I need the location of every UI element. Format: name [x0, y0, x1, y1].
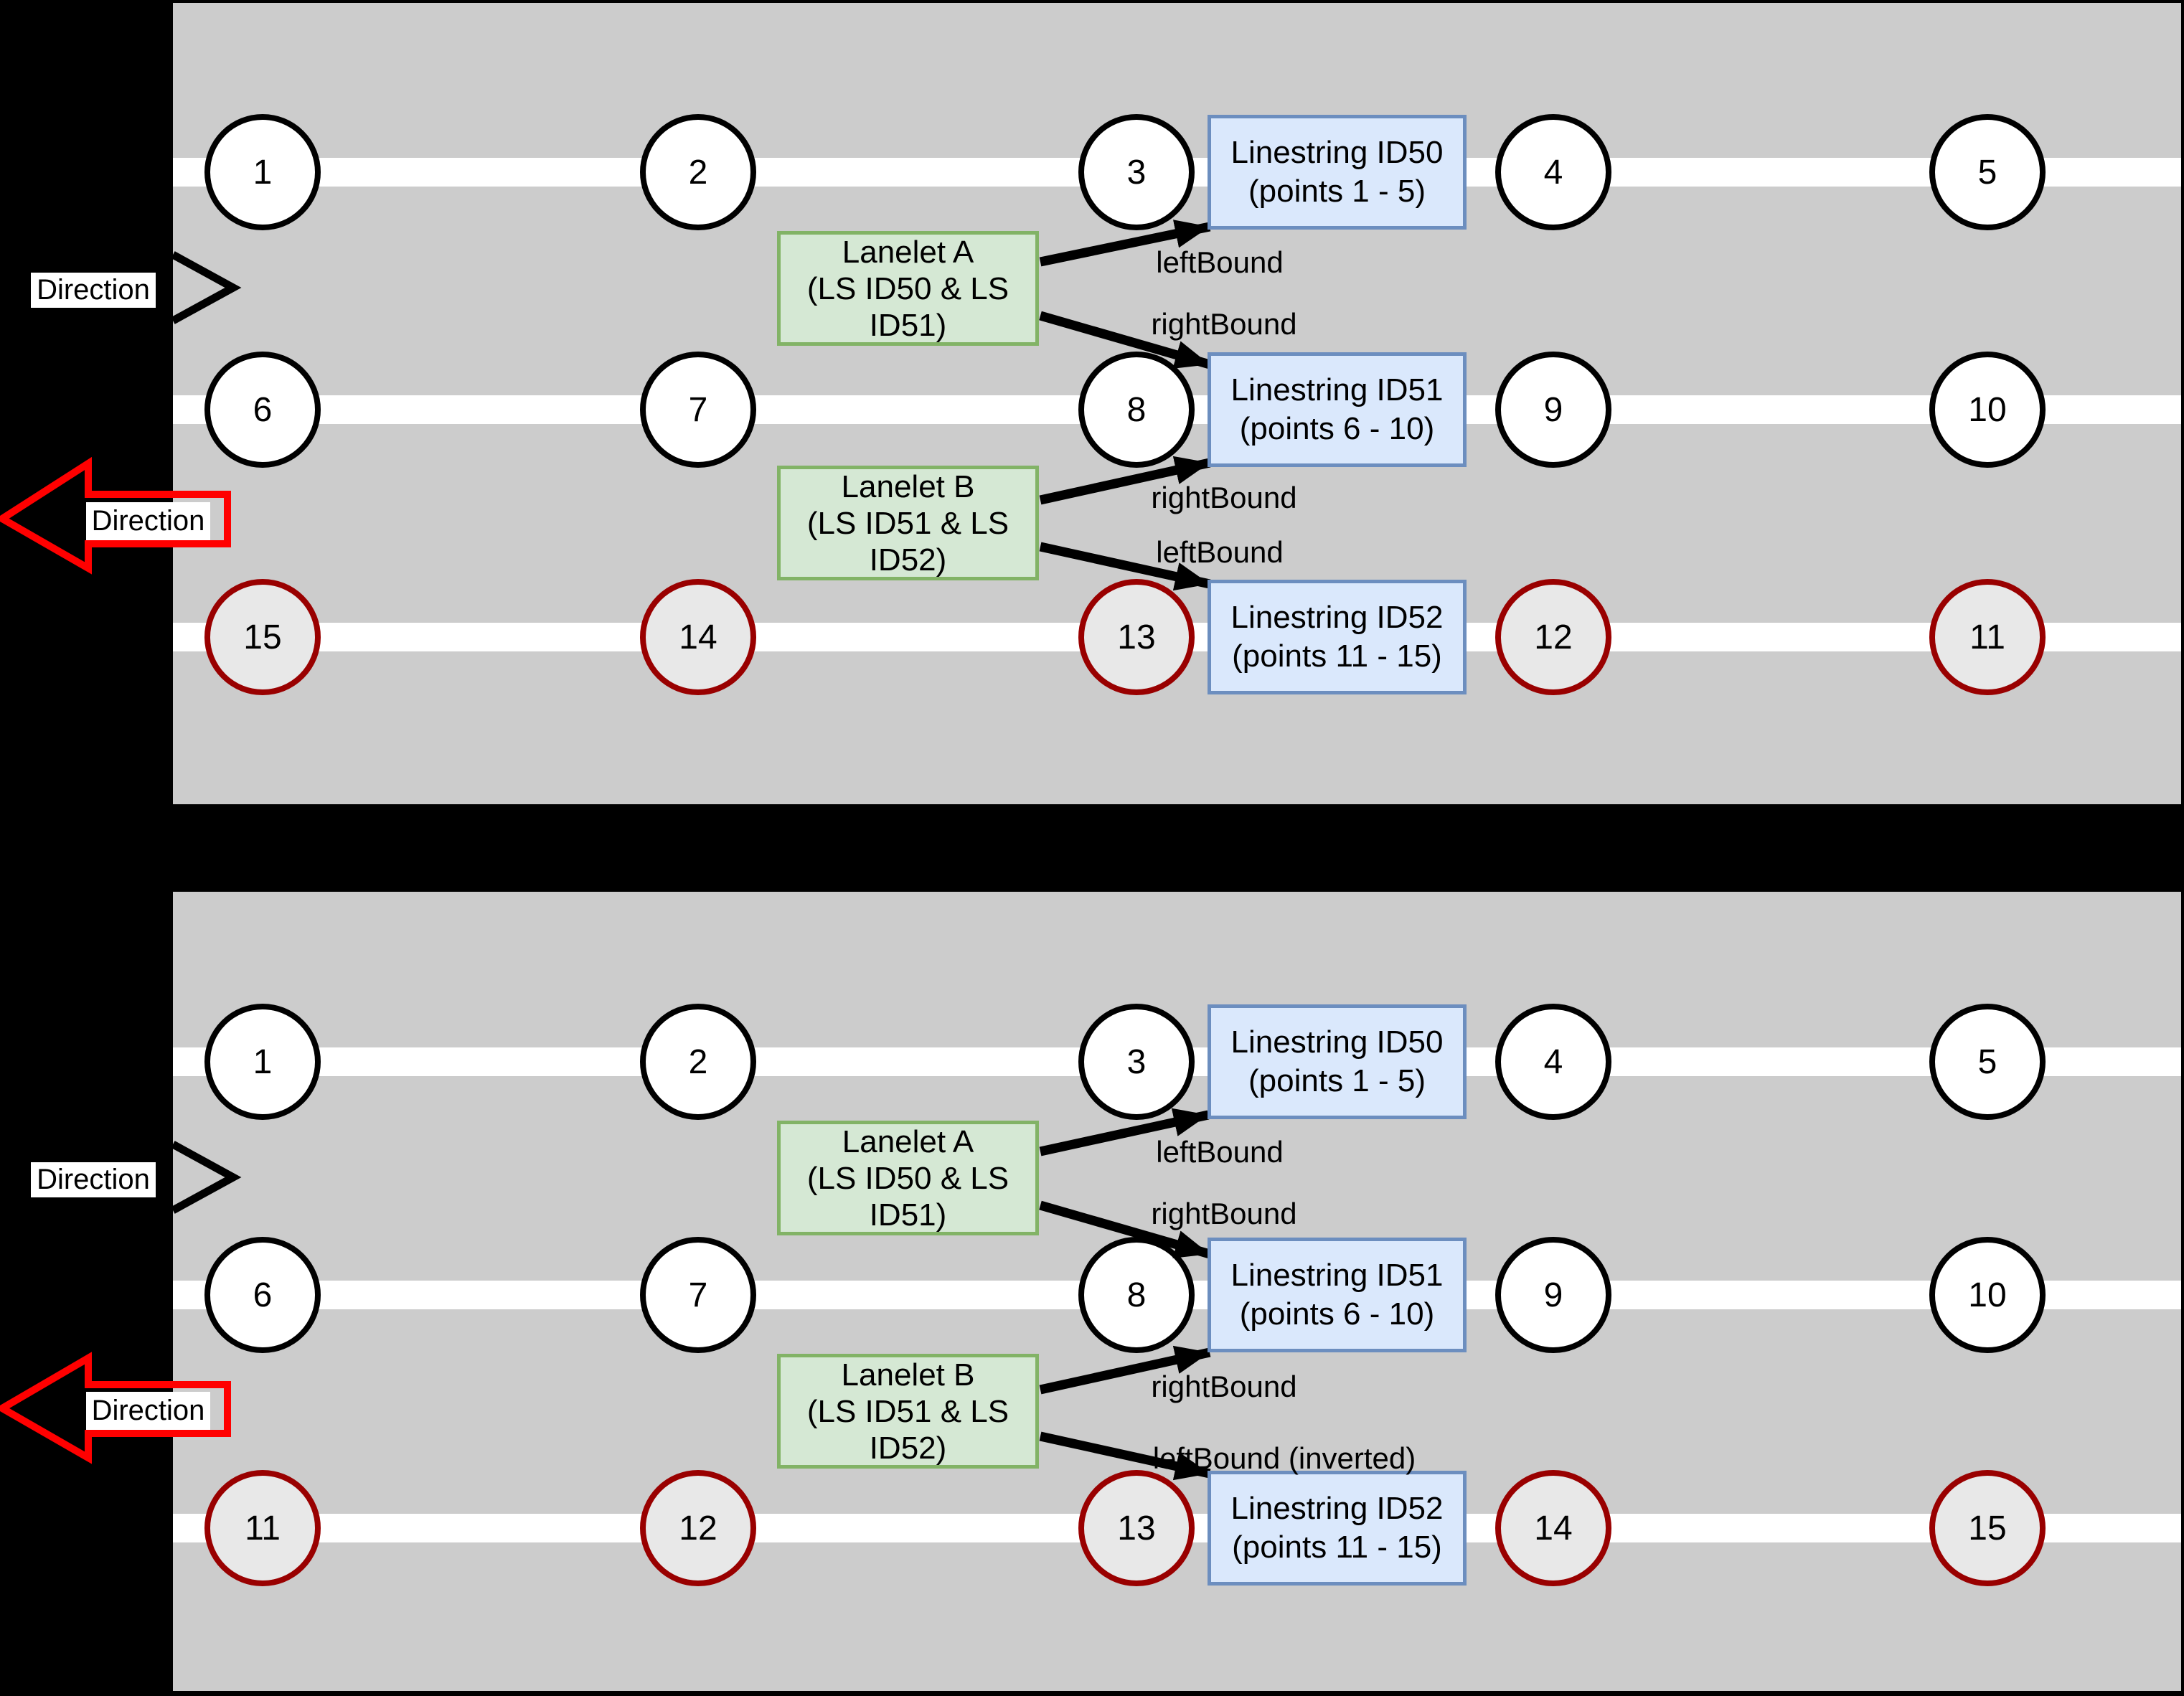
- lanelet-b-line: (LS ID51 & LS: [806, 505, 1009, 541]
- point-node: 2: [640, 114, 756, 230]
- point-node: 5: [1929, 114, 2046, 230]
- linestring-id52-line: (points 11 - 15): [1232, 639, 1442, 674]
- point-node: 2: [640, 1004, 756, 1120]
- point-node: 7: [640, 352, 756, 468]
- point-node-inverted: 13: [1078, 1470, 1195, 1586]
- linestring-id50-box: Linestring ID50 (points 1 - 5): [1208, 1004, 1467, 1119]
- lanelet-b-box: Lanelet B (LS ID51 & LS ID52): [777, 466, 1039, 580]
- forward-direction-label: Direction: [31, 273, 156, 308]
- point-node: 8: [1078, 352, 1195, 468]
- lanelet-b-line: ID52): [869, 542, 947, 578]
- point-node-inverted: 15: [1929, 1470, 2046, 1586]
- linestring-id51-line: (points 6 - 10): [1239, 411, 1435, 446]
- lanelet-b-line: Lanelet B: [841, 1357, 975, 1393]
- point-node: 4: [1495, 114, 1611, 230]
- bound-label-leftbound: leftBound: [1156, 245, 1284, 279]
- point-node: 10: [1929, 1237, 2046, 1353]
- linestring-id52-line: (points 11 - 15): [1232, 1530, 1442, 1565]
- reverse-direction-label: Direction: [86, 502, 210, 540]
- lanelet-b-box: Lanelet B (LS ID51 & LS ID52): [777, 1354, 1039, 1469]
- lanelet-a-box: Lanelet A (LS ID50 & LS ID51): [777, 1121, 1039, 1235]
- point-node: 7: [640, 1237, 756, 1353]
- linestring-id51-box: Linestring ID51 (points 6 - 10): [1208, 352, 1467, 467]
- reverse-direction-label: Direction: [86, 1392, 210, 1430]
- point-node: 10: [1929, 352, 2046, 468]
- bound-label-rightbound: rightBound: [1151, 481, 1297, 514]
- point-node: 8: [1078, 1237, 1195, 1353]
- linestring-id50-line: Linestring ID50: [1230, 1024, 1444, 1060]
- lanelet-a-box: Lanelet A (LS ID50 & LS ID51): [777, 231, 1039, 346]
- point-node: 9: [1495, 1237, 1611, 1353]
- lanelet-a-line: (LS ID50 & LS: [806, 270, 1009, 306]
- point-node: 1: [204, 1004, 321, 1120]
- point-node: 6: [204, 352, 321, 468]
- forward-direction-label: Direction: [31, 1162, 156, 1197]
- point-node: 1: [204, 114, 321, 230]
- lanelet-b-line: Lanelet B: [841, 468, 975, 504]
- linestring-id51-line: (points 6 - 10): [1239, 1296, 1435, 1332]
- point-node-inverted: 11: [1929, 579, 2046, 695]
- linestring-id51-box: Linestring ID51 (points 6 - 10): [1208, 1238, 1467, 1352]
- point-node: 3: [1078, 114, 1195, 230]
- lanelet-a-line: (LS ID50 & LS: [806, 1160, 1009, 1196]
- linestring-id50-line: (points 1 - 5): [1248, 174, 1426, 209]
- point-node: 6: [204, 1237, 321, 1353]
- point-node: 3: [1078, 1004, 1195, 1120]
- point-node-inverted: 15: [204, 579, 321, 695]
- lanelet-a-line: Lanelet A: [842, 1123, 974, 1159]
- lanelet-b-line: ID52): [869, 1430, 947, 1466]
- bound-label-rightbound: rightBound: [1151, 1197, 1297, 1230]
- point-node: 5: [1929, 1004, 2046, 1120]
- lanelet-a-line: Lanelet A: [842, 234, 974, 270]
- linestring-id50-line: (points 1 - 5): [1248, 1063, 1426, 1098]
- point-node: 4: [1495, 1004, 1611, 1120]
- lanelet-a-line: ID51): [869, 1197, 947, 1233]
- point-node-inverted: 13: [1078, 579, 1195, 695]
- point-node-inverted: 12: [1495, 579, 1611, 695]
- linestring-id52-box: Linestring ID52 (points 11 - 15): [1208, 1471, 1467, 1586]
- linestring-id50-line: Linestring ID50: [1230, 135, 1444, 170]
- linestring-id52-line: Linestring ID52: [1230, 600, 1444, 635]
- bound-label-rightbound: rightBound: [1151, 307, 1297, 341]
- linestring-id52-box: Linestring ID52 (points 11 - 15): [1208, 580, 1467, 694]
- lanelet-b-line: (LS ID51 & LS: [806, 1393, 1009, 1429]
- linestring-id50-box: Linestring ID50 (points 1 - 5): [1208, 115, 1467, 230]
- point-node-inverted: 14: [640, 579, 756, 695]
- bound-label-leftbound: leftBound: [1156, 535, 1284, 569]
- lanelet-a-line: ID51): [869, 307, 947, 343]
- point-node-inverted: 14: [1495, 1470, 1611, 1586]
- linestring-id52-line: Linestring ID52: [1230, 1491, 1444, 1526]
- linestring-id51-line: Linestring ID51: [1230, 1258, 1444, 1293]
- point-node: 9: [1495, 352, 1611, 468]
- point-node-inverted: 11: [204, 1470, 321, 1586]
- linestring-id51-line: Linestring ID51: [1230, 372, 1444, 407]
- point-node-inverted: 12: [640, 1470, 756, 1586]
- bound-label-rightbound: rightBound: [1151, 1370, 1297, 1403]
- bound-label-leftbound-inverted: leftBound (inverted): [1152, 1441, 1416, 1475]
- bound-label-leftbound: leftBound: [1156, 1135, 1284, 1169]
